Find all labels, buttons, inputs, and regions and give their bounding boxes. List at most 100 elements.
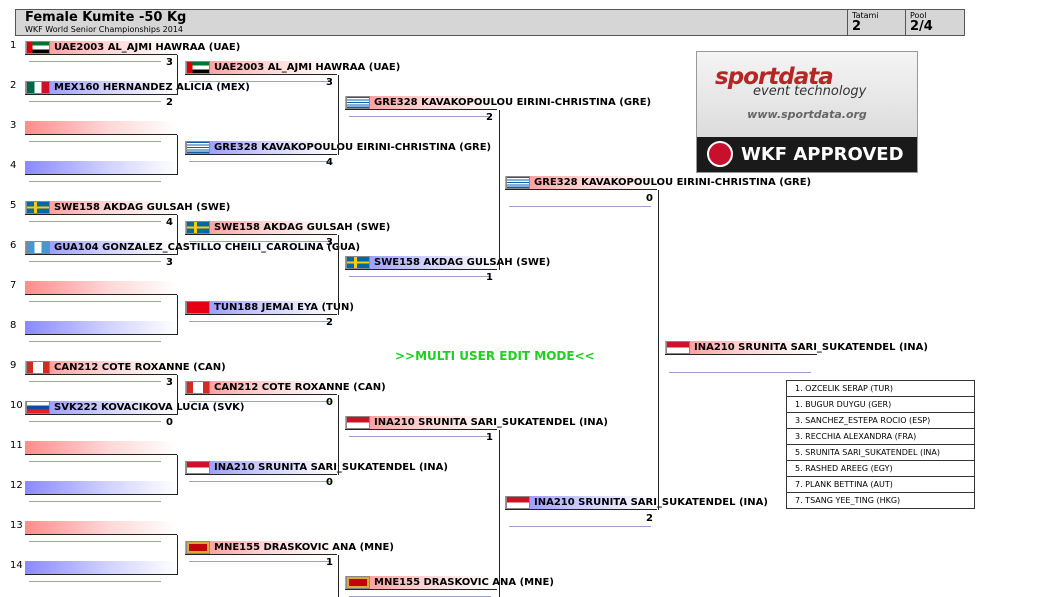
- bracket-slot-r3[interactable]: [345, 256, 497, 270]
- athlete-entry[interactable]: GRE328 KAVAKOPOULOU EIRINI-CHRISTINA (GR…: [346, 96, 651, 110]
- bracket-slot-r1[interactable]: [25, 401, 177, 415]
- athlete-entry[interactable]: MNE155 DRASKOVIC ANA (MNE): [186, 541, 394, 555]
- athlete-entry[interactable]: TUN188 JEMAI EYA (TUN): [186, 301, 354, 315]
- bracket-slot-r4[interactable]: [505, 496, 657, 510]
- match-score[interactable]: 3: [166, 257, 173, 268]
- logo-tagline: event technology: [753, 84, 867, 99]
- match-score[interactable]: 2: [486, 112, 493, 123]
- bracket-slot-r2[interactable]: [185, 221, 337, 235]
- athlete-name: TUN188 JEMAI EYA (TUN): [214, 302, 354, 313]
- swe-flag-icon: [346, 256, 370, 269]
- athlete-entry[interactable]: GUA104 GONZALEZ_CASTILLO CHEILI_CAROLINA…: [26, 241, 360, 255]
- athlete-entry[interactable]: UAE2003 AL_AJMI HAWRAA (UAE): [26, 41, 240, 55]
- match-score[interactable]: 4: [166, 217, 173, 228]
- match-score[interactable]: 3: [326, 237, 333, 248]
- match-score[interactable]: 3: [326, 77, 333, 88]
- match-score[interactable]: 0: [166, 417, 173, 428]
- bracket-slot-r2[interactable]: [185, 381, 337, 395]
- result-row: 1. BUGUR DUYGU (GER): [787, 397, 974, 413]
- seed-number: 12: [10, 480, 23, 491]
- bracket-slot-r2[interactable]: [185, 301, 337, 315]
- bracket-slot-r2[interactable]: [185, 61, 337, 75]
- athlete-entry[interactable]: SWE158 AKDAG GULSAH (SWE): [346, 256, 550, 270]
- bracket-connector: [177, 375, 178, 415]
- seed-number: 2: [10, 80, 17, 91]
- bracket-slot-r2[interactable]: [185, 461, 337, 475]
- match-score[interactable]: 2: [326, 317, 333, 328]
- athlete-entry[interactable]: MNE155 DRASKOVIC ANA (MNE): [346, 576, 554, 590]
- bracket-slot-r1[interactable]: [25, 481, 177, 495]
- bracket-slot-r1[interactable]: [25, 361, 177, 375]
- athlete-entry[interactable]: SWE158 AKDAG GULSAH (SWE): [26, 201, 230, 215]
- bracket-slot-r4[interactable]: [505, 176, 657, 190]
- athlete-entry[interactable]: INA210 SRUNITA SARI_SUKATENDEL (INA): [346, 416, 608, 430]
- score-underline: [509, 526, 651, 527]
- score-underline: [189, 161, 331, 162]
- bracket-slot-r1[interactable]: [25, 41, 177, 55]
- athlete-name: GUA104 GONZALEZ_CASTILLO CHEILI_CAROLINA…: [54, 242, 361, 253]
- score-underline: [29, 341, 161, 342]
- score-underline: [669, 372, 811, 373]
- athlete-name: GRE328 KAVAKOPOULOU EIRINI-CHRISTINA (GR…: [534, 177, 812, 188]
- mex-flag-icon: [26, 81, 50, 94]
- bracket-slot-r1[interactable]: [25, 441, 177, 455]
- match-score[interactable]: 1: [486, 272, 493, 283]
- bracket-slot-r1[interactable]: [25, 81, 177, 95]
- seed-number: 1: [10, 40, 17, 51]
- match-score[interactable]: 0: [326, 397, 333, 408]
- athlete-name: UAE2003 AL_AJMI HAWRAA (UAE): [54, 42, 241, 53]
- bracket-slot-r1[interactable]: [25, 321, 177, 335]
- score-underline: [29, 261, 161, 262]
- seed-number: 6: [10, 240, 17, 251]
- match-score[interactable]: 3: [166, 57, 173, 68]
- athlete-entry[interactable]: MEX160 HERNANDEZ ALICIA (MEX): [26, 81, 250, 95]
- match-score[interactable]: 1: [486, 432, 493, 443]
- bracket-slot-r1[interactable]: [25, 561, 177, 575]
- score-underline: [189, 241, 331, 242]
- svk-flag-icon: [26, 401, 50, 414]
- bracket-slot-r1[interactable]: [25, 241, 177, 255]
- match-score[interactable]: 0: [646, 193, 653, 204]
- gre-flag-icon: [186, 141, 210, 154]
- ina-flag-icon: [346, 416, 370, 429]
- bracket-slot-r5[interactable]: [665, 341, 817, 355]
- bracket-slot-r1[interactable]: [25, 521, 177, 535]
- athlete-entry[interactable]: CAN212 COTE ROXANNE (CAN): [26, 361, 226, 375]
- athlete-entry[interactable]: SVK222 KOVACIKOVA LUCIA (SVK): [26, 401, 245, 415]
- seed-number: 4: [10, 160, 17, 171]
- score-underline: [189, 321, 331, 322]
- athlete-entry[interactable]: SWE158 AKDAG GULSAH (SWE): [186, 221, 390, 235]
- match-score[interactable]: 4: [326, 157, 333, 168]
- athlete-entry[interactable]: INA210 SRUNITA SARI_SUKATENDEL (INA): [666, 341, 928, 355]
- pool-label: Pool: [910, 11, 927, 20]
- bracket-slot-r1[interactable]: [25, 201, 177, 215]
- wkf-approved-text: WKF APPROVED: [741, 144, 904, 165]
- bracket-slot-r2[interactable]: [185, 541, 337, 555]
- seed-number: 13: [10, 520, 23, 531]
- bracket-slot-r1[interactable]: [25, 161, 177, 175]
- athlete-entry[interactable]: INA210 SRUNITA SARI_SUKATENDEL (INA): [506, 496, 768, 510]
- match-score[interactable]: 1: [326, 557, 333, 568]
- bracket-slot-r3[interactable]: [345, 416, 497, 430]
- match-score[interactable]: 2: [166, 97, 173, 108]
- bracket-slot-r2[interactable]: [185, 141, 337, 155]
- match-score[interactable]: 0: [326, 477, 333, 488]
- athlete-name: UAE2003 AL_AJMI HAWRAA (UAE): [214, 62, 401, 73]
- athlete-entry[interactable]: UAE2003 AL_AJMI HAWRAA (UAE): [186, 61, 400, 75]
- bracket-slot-r3[interactable]: [345, 96, 497, 110]
- score-underline: [29, 141, 161, 142]
- pool-value: 2/4: [910, 19, 933, 34]
- athlete-entry[interactable]: GRE328 KAVAKOPOULOU EIRINI-CHRISTINA (GR…: [506, 176, 811, 190]
- bracket-slot-r1[interactable]: [25, 281, 177, 295]
- gre-flag-icon: [346, 96, 370, 109]
- score-underline: [29, 61, 161, 62]
- athlete-entry[interactable]: CAN212 COTE ROXANNE (CAN): [186, 381, 386, 395]
- tatami-value: 2: [852, 19, 862, 34]
- bracket-slot-r1[interactable]: [25, 121, 177, 135]
- athlete-entry[interactable]: GRE328 KAVAKOPOULOU EIRINI-CHRISTINA (GR…: [186, 141, 491, 155]
- athlete-entry[interactable]: INA210 SRUNITA SARI_SUKATENDEL (INA): [186, 461, 448, 475]
- ina-flag-icon: [666, 341, 690, 354]
- match-score[interactable]: 2: [646, 513, 653, 524]
- match-score[interactable]: 3: [166, 377, 173, 388]
- bracket-slot-r3[interactable]: [345, 576, 497, 590]
